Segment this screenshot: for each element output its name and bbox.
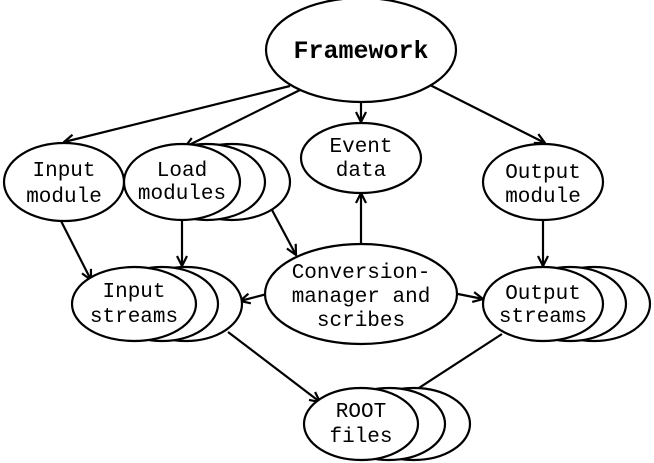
node-root-files: ROOT files xyxy=(302,386,472,462)
input-streams-label-line2: streams xyxy=(90,306,178,329)
output-streams-label-line2: streams xyxy=(499,306,587,329)
node-framework: Framework xyxy=(264,0,458,104)
load-modules-shape xyxy=(122,142,242,222)
node-output-streams: Output streams xyxy=(481,265,652,343)
edge-framework-to-load-modules xyxy=(185,89,301,147)
node-event-data: Event data xyxy=(299,121,423,195)
input-streams-shape xyxy=(70,265,198,343)
root-files-label-line1: ROOT xyxy=(336,401,386,424)
node-conversion-manager: Conversion- manager and scribes xyxy=(263,242,459,346)
load-modules-label-line1: Load xyxy=(157,160,207,183)
edge-input-streams-to-root-files xyxy=(227,331,320,402)
edge-framework-to-output-module xyxy=(427,83,545,143)
node-input-streams: Input streams xyxy=(70,265,244,343)
edge-output-streams-to-root-files xyxy=(405,333,503,397)
input-streams-label-line1: Input xyxy=(102,281,165,304)
event-data-shape xyxy=(299,121,423,195)
framework-shape xyxy=(264,0,458,104)
event-data-label-line1: Event xyxy=(329,136,392,159)
output-module-label-line2: module xyxy=(505,186,581,209)
node-input-module: Input module xyxy=(2,141,126,223)
node-output-module: Output module xyxy=(481,142,605,222)
node-load-modules: Load modules xyxy=(122,142,292,222)
root-files-shape xyxy=(302,386,420,462)
edges xyxy=(59,83,545,402)
conversion-manager-label-line2: manager and xyxy=(292,286,431,309)
conversion-manager-label-line3: scribes xyxy=(317,310,405,333)
edge-input-module-to-input-streams xyxy=(59,218,91,280)
input-module-label-line1: Input xyxy=(32,160,95,183)
conversion-manager-shape xyxy=(263,242,459,346)
edge-conversion-manager-to-input-streams xyxy=(240,294,268,301)
framework-label: Framework xyxy=(293,37,428,66)
output-streams-label-line1: Output xyxy=(505,283,581,306)
output-module-shape xyxy=(481,142,605,222)
output-module-label-line1: Output xyxy=(505,162,581,185)
event-data-label-line2: data xyxy=(336,160,386,183)
load-modules-label-line2: modules xyxy=(138,183,226,206)
edge-framework-to-input-module xyxy=(64,84,291,142)
edge-load-modules-to-conversion-manager xyxy=(271,209,296,255)
edge-conversion-manager-to-output-streams xyxy=(457,294,483,299)
root-files-label-line2: files xyxy=(329,426,392,449)
input-module-label-line2: module xyxy=(26,186,102,209)
output-streams-shape xyxy=(481,265,605,343)
conversion-manager-label-line1: Conversion- xyxy=(292,262,431,285)
